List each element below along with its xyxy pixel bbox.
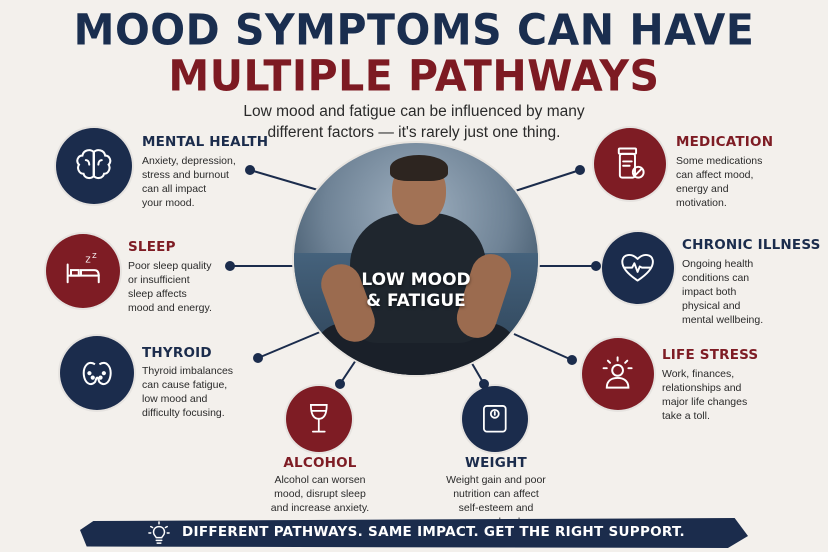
desc-line: or insufficient: [128, 274, 190, 286]
center-label-line-2: & FATIGUE: [366, 291, 466, 311]
sleep-description: Poor sleep quality or insufficient sleep…: [128, 259, 212, 315]
heartbeat-icon: [602, 232, 674, 304]
title-line-1: MOOD SYMPTOMS CAN HAVE: [73, 4, 755, 56]
center-photo: [294, 143, 538, 375]
stressed-person-icon: [582, 338, 654, 410]
center-label-line-1: LOW MOOD: [361, 270, 471, 290]
medication-heading: MEDICATION: [676, 134, 774, 150]
alcohol-heading: ALCOHOL: [283, 455, 357, 471]
title-line-2: MULTIPLE PATHWAYS: [168, 50, 660, 102]
chronic-illness-description: Ongoing health conditions can impact bot…: [682, 257, 763, 327]
life-stress-description: Work, finances, relationships and major …: [662, 367, 747, 423]
desc-line: physical and: [682, 300, 741, 312]
desc-line: Thyroid imbalances: [142, 365, 234, 377]
desc-line: mental wellbeing.: [682, 314, 764, 326]
desc-line: can all impact: [142, 183, 207, 195]
wine-glass-icon: [286, 386, 352, 452]
thyroid-heading: THYROID: [142, 345, 212, 361]
desc-line: mood and energy.: [128, 302, 212, 314]
desc-line: Poor sleep quality: [128, 260, 212, 272]
desc-line: Ongoing health: [682, 258, 754, 270]
desc-line: Work, finances,: [662, 368, 735, 380]
svg-text:Z: Z: [85, 255, 90, 264]
banner-text: DIFFERENT PATHWAYS. SAME IMPACT. GET THE…: [182, 524, 685, 540]
subtitle-line-1: Low mood and fatigue can be influenced b…: [243, 103, 585, 120]
mental-health-description: Anxiety, depression, stress and burnout …: [142, 154, 236, 210]
chronic-illness-heading: CHRONIC ILLNESS: [682, 237, 821, 253]
desc-line: your mood.: [142, 197, 195, 209]
desc-line: stress and burnout: [142, 169, 229, 181]
svg-text:Z: Z: [92, 252, 97, 260]
scale-icon: [462, 386, 528, 452]
desc-line: Anxiety, depression,: [142, 155, 236, 167]
desc-line: relationships and: [662, 382, 742, 394]
desc-line: can cause fatigue,: [142, 379, 228, 391]
desc-line: difficulty focusing.: [142, 407, 225, 419]
desc-line: and increase anxiety.: [270, 502, 370, 514]
desc-line: Alcohol can worsen: [274, 474, 366, 486]
life-stress-heading: LIFE STRESS: [662, 347, 759, 363]
desc-line: motivation.: [676, 197, 727, 209]
brain-icon: [56, 128, 132, 204]
thyroid-description: Thyroid imbalances can cause fatigue, lo…: [142, 364, 233, 420]
desc-line: sleep affects: [128, 288, 187, 300]
subtitle: Low mood and fatigue can be influenced b…: [214, 101, 614, 143]
desc-line: Some medications: [676, 155, 763, 167]
pill-bottle-icon: [594, 128, 666, 200]
desc-line: major life changes: [662, 396, 748, 408]
sleep-heading: SLEEP: [128, 239, 176, 255]
desc-line: impact both: [682, 286, 737, 298]
desc-line: conditions can: [682, 272, 750, 284]
center-label: LOW MOOD & FATIGUE: [294, 270, 538, 312]
medication-description: Some medications can affect mood, energy…: [676, 154, 762, 210]
desc-line: can affect mood,: [676, 169, 754, 181]
alcohol-description: Alcohol can worsen mood, disrupt sleep a…: [258, 473, 382, 515]
desc-line: take a toll.: [662, 410, 710, 422]
bed-icon: Z Z: [46, 234, 120, 308]
lightbulb-icon: [148, 521, 170, 544]
bottom-banner: [80, 518, 748, 548]
subtitle-line-2: different factors — it's rarely just one…: [267, 124, 561, 141]
desc-line: self-esteem and: [458, 502, 534, 514]
desc-line: energy and: [676, 183, 729, 195]
weight-heading: WEIGHT: [465, 455, 527, 471]
desc-line: Weight gain and poor: [446, 474, 546, 486]
desc-line: mood, disrupt sleep: [274, 488, 366, 500]
mental-health-heading: MENTAL HEALTH: [142, 134, 269, 150]
desc-line: low mood and: [142, 393, 208, 405]
desc-line: nutrition can affect: [453, 488, 539, 500]
thyroid-icon: [60, 336, 134, 410]
